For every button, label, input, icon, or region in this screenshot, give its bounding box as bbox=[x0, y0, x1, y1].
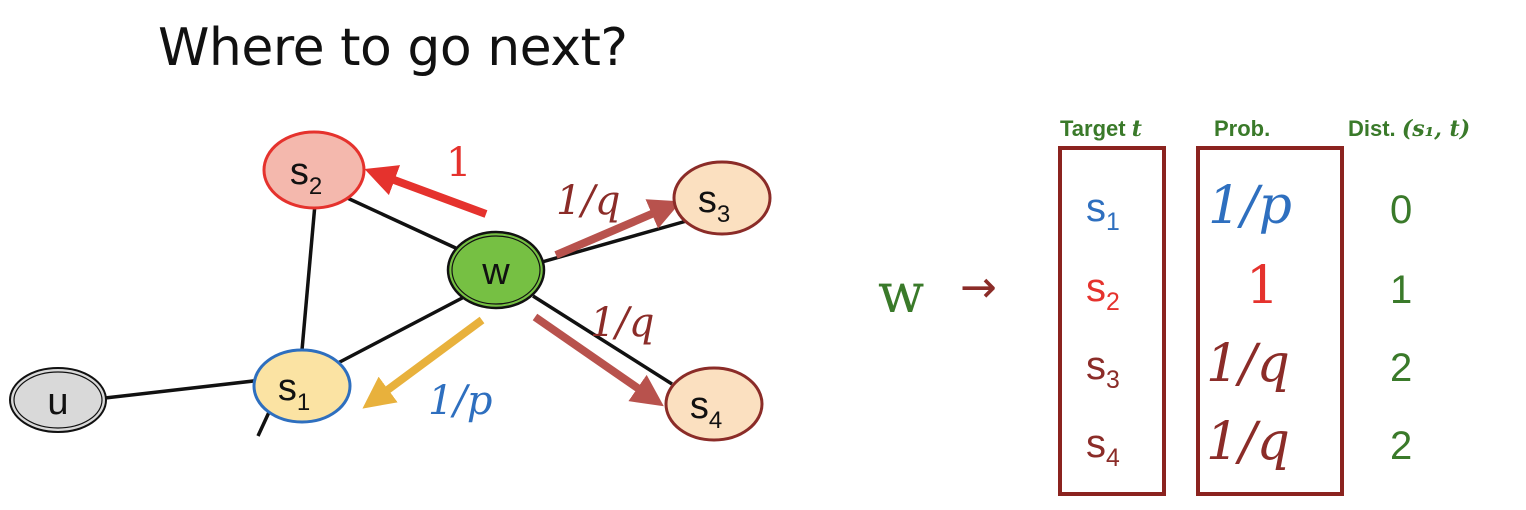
weight-label-s4: 1/q bbox=[590, 300, 655, 346]
node-u-label: u bbox=[47, 381, 68, 423]
edge-w-s4 bbox=[532, 294, 673, 386]
node-s2-sub: 2 bbox=[309, 173, 322, 200]
header-prob: Prob. bbox=[1214, 116, 1271, 141]
node-u: u bbox=[9, 367, 107, 433]
svg-text:s1: s1 bbox=[278, 367, 310, 416]
node-s3-sub: 3 bbox=[717, 201, 730, 228]
node-s1-sub: 1 bbox=[297, 389, 310, 416]
edge-s2-s1 bbox=[300, 203, 317, 351]
target-column-box bbox=[1058, 146, 1166, 496]
node-s3: s3 bbox=[672, 160, 772, 236]
row-2-dist: 1 bbox=[1390, 268, 1413, 312]
edge-u-s1 bbox=[104, 378, 263, 400]
edge-s1-w bbox=[335, 294, 467, 366]
edge-s2-w bbox=[342, 194, 461, 252]
row-2-prob: 1 bbox=[1246, 256, 1280, 316]
node-s4: s4 bbox=[664, 366, 764, 442]
node-s1: s1 bbox=[252, 348, 352, 424]
node-s4-label: s bbox=[690, 385, 709, 427]
node-s3-label: s bbox=[698, 179, 717, 221]
row-1-prob: 1/p bbox=[1208, 176, 1292, 236]
row-4-prob: 1/q bbox=[1206, 412, 1290, 472]
row-1-dist: 0 bbox=[1390, 188, 1413, 232]
weight-label-s1: 1/p bbox=[428, 378, 493, 424]
prob-column-box bbox=[1196, 146, 1344, 496]
header-target: Target t bbox=[1060, 116, 1142, 142]
node-s4-sub: 4 bbox=[709, 407, 722, 434]
node-w: w bbox=[446, 230, 546, 310]
current-node-w: w bbox=[878, 262, 925, 325]
header-dist: Dist. (s₁, t) bbox=[1348, 116, 1471, 142]
svg-text:s3: s3 bbox=[698, 179, 730, 228]
node-s2-label: s bbox=[290, 151, 309, 193]
weight-label-s2: 1 bbox=[446, 140, 471, 186]
node-s1-label: s bbox=[278, 367, 297, 409]
svg-text:s2: s2 bbox=[290, 151, 322, 200]
edge-s1-stub bbox=[256, 409, 272, 437]
node-s2: s2 bbox=[262, 130, 366, 210]
row-2-target: s2 bbox=[1086, 266, 1120, 317]
weight-label-s3: 1/q bbox=[556, 178, 621, 224]
row-3-prob: 1/q bbox=[1206, 334, 1290, 394]
row-1-target: s1 bbox=[1086, 186, 1120, 237]
svg-text:s4: s4 bbox=[690, 385, 722, 434]
transition-arrow: → bbox=[960, 262, 997, 313]
row-4-target: s4 bbox=[1086, 422, 1120, 473]
graph-edges bbox=[104, 194, 691, 437]
arrow-to-s1 bbox=[362, 316, 485, 409]
row-3-target: s3 bbox=[1086, 344, 1120, 395]
row-3-dist: 2 bbox=[1390, 346, 1413, 390]
arrow-to-s3 bbox=[554, 199, 682, 259]
arrow-to-s4 bbox=[532, 313, 664, 407]
node-w-label: w bbox=[481, 251, 510, 293]
row-4-dist: 2 bbox=[1390, 424, 1413, 468]
arrow-to-s2 bbox=[364, 165, 488, 218]
slide-title: Where to go next? bbox=[158, 18, 628, 78]
